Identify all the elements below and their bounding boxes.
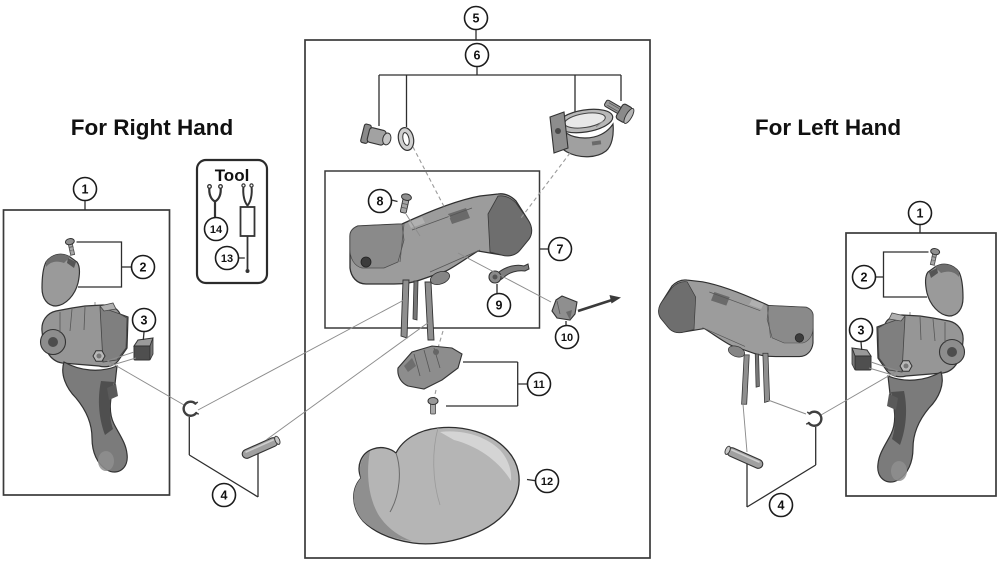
cable-hook-lever — [488, 263, 530, 284]
callout-12-stub-line — [526, 478, 536, 482]
callout-8-stub-line — [391, 199, 398, 203]
clamp-align-dashed-line — [520, 152, 571, 219]
pivot-pin — [241, 435, 281, 459]
callout-2-right: 2 — [851, 264, 877, 290]
callout-3-right-label: 3 — [858, 324, 865, 338]
callout-3-stub-line — [142, 331, 145, 341]
cover-plate — [551, 295, 578, 321]
unit-rear-cap — [487, 195, 532, 257]
callout-11: 11 — [526, 371, 552, 397]
callout-3-left: 3 — [131, 307, 157, 333]
callout-1-left-label: 1 — [82, 183, 89, 197]
callout-11-label: 11 — [533, 379, 545, 391]
lever-bracket-body — [39, 302, 129, 368]
left-hand-bracket-unit — [658, 279, 814, 405]
callout-2-left-label: 2 — [140, 261, 147, 275]
callout-4-right: 4 — [768, 492, 794, 518]
callout-14-label: 14 — [210, 224, 223, 236]
callout-7: 7 — [547, 236, 573, 262]
callout-5: 5 — [463, 5, 489, 31]
callout-11-bracket-lines — [446, 361, 528, 407]
callout-2-left: 2 — [130, 254, 156, 280]
fork-tool — [207, 184, 223, 217]
name-plate-screw — [64, 238, 76, 256]
callout-12: 12 — [534, 468, 560, 494]
callout-4-right-label: 4 — [778, 499, 785, 513]
plate-align-leader — [457, 252, 552, 303]
unit-head — [349, 223, 405, 269]
cable-ferrule — [360, 123, 392, 146]
callout-13: 13 — [214, 245, 240, 271]
callout-2-bracket-line — [76, 241, 123, 288]
callout-13-label: 13 — [221, 253, 233, 265]
callout-4-left-label: 4 — [221, 489, 228, 503]
pivot-to-clip-leader — [107, 360, 185, 406]
o-ring-seal — [397, 127, 415, 151]
bracket-unit-art — [349, 193, 533, 341]
handlebar-clamp-band — [549, 108, 614, 158]
lever-hood — [353, 426, 520, 545]
name-plate — [41, 253, 80, 307]
callout-4-bracket-line — [188, 417, 259, 498]
clamp-screw — [595, 99, 635, 128]
main-parts-box — [304, 39, 651, 559]
cable-cover-block — [133, 337, 154, 361]
removal-direction-arrow — [577, 295, 621, 313]
unit-fixing-screw — [400, 193, 412, 214]
pin-driver-tool — [239, 183, 256, 273]
screw-dashed-line — [69, 247, 74, 257]
callout-5-label: 5 — [473, 12, 480, 26]
right-hand-assembly-box — [2, 209, 171, 496]
callout-3-right: 3 — [848, 317, 874, 343]
left-hand-lever-assembly — [722, 246, 966, 509]
callout-8-label: 8 — [377, 195, 384, 209]
title-left-hand: For Left Hand — [755, 115, 901, 140]
callout-6: 6 — [464, 42, 490, 68]
lever-blade — [62, 361, 128, 473]
lever-assembly-art — [39, 238, 281, 498]
callout-4-left: 4 — [211, 482, 237, 508]
unit-mount-hole — [360, 256, 372, 268]
callout-8: 8 — [367, 188, 393, 214]
tool-box-title: Tool — [215, 166, 250, 185]
clip-to-unit-leader-left — [197, 299, 405, 411]
callout-14: 14 — [203, 216, 229, 242]
tool-box — [195, 158, 269, 285]
left-hand-assembly-box — [845, 232, 997, 497]
callout-1-right-label: 1 — [917, 207, 924, 221]
callout-12-label: 12 — [541, 476, 553, 488]
callout-7-label: 7 — [557, 243, 564, 257]
switch-unit — [397, 345, 463, 390]
callout-9: 9 — [486, 292, 512, 318]
callout-1-right: 1 — [907, 200, 933, 226]
callout-6-label: 6 — [474, 49, 481, 63]
callout-9-label: 9 — [496, 299, 503, 313]
callout-10-label: 10 — [561, 332, 573, 344]
callout-1-left: 1 — [72, 176, 98, 202]
title-right-hand: For Right Hand — [71, 115, 233, 140]
callout-3-left-label: 3 — [141, 314, 148, 328]
callout-2-right-label: 2 — [861, 271, 868, 285]
clip-to-unit-leader-right — [767, 399, 807, 415]
callout-10: 10 — [554, 324, 580, 350]
snap-ring — [182, 400, 200, 417]
pin-to-unit-leader-right — [742, 403, 748, 453]
shift-lever-pin-a — [400, 279, 410, 339]
screw-align-leader — [405, 213, 421, 237]
callout-6-bracket-lines — [378, 66, 622, 127]
pin-to-unit-leader-left — [265, 321, 430, 441]
shift-lever-pin-b — [424, 281, 435, 341]
oring-align-dashed-line — [412, 146, 451, 219]
switch-unit-screw — [427, 397, 439, 415]
